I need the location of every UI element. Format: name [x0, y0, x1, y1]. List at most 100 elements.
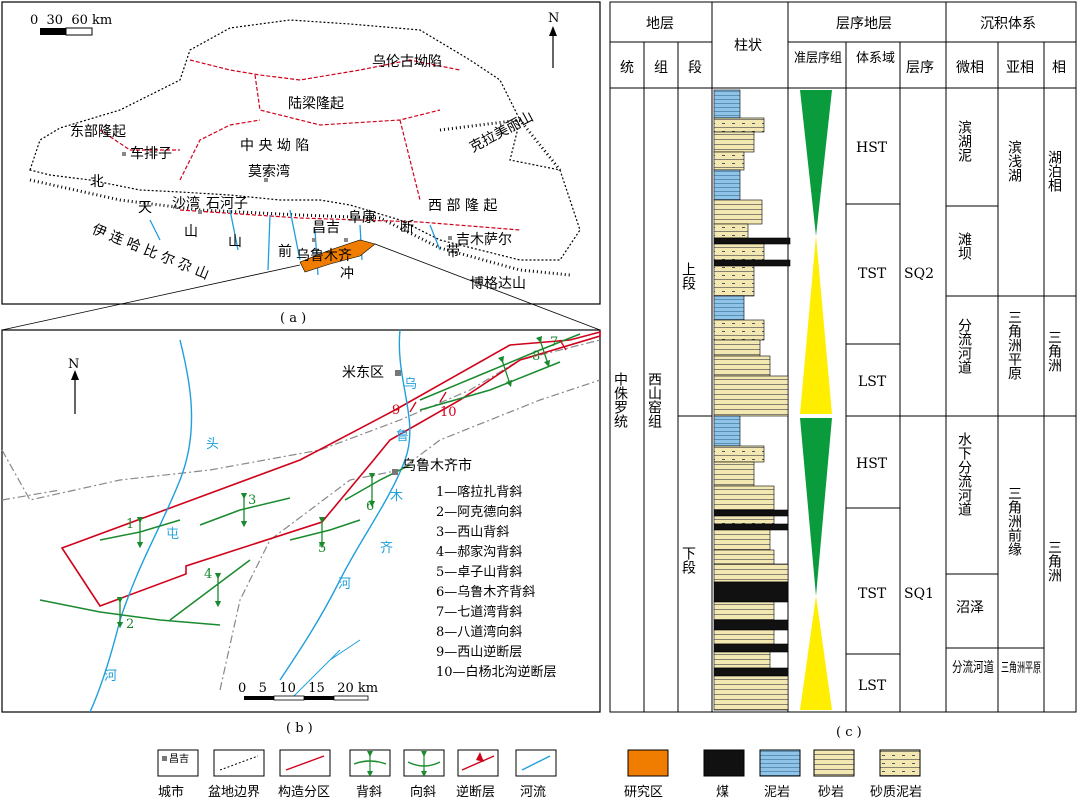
city-midong: 米东区: [342, 365, 384, 381]
region-wulungu: 乌伦古坳陷: [372, 54, 442, 70]
micro-tanba: 滩坝: [956, 232, 972, 260]
region-shan2: 山: [228, 234, 242, 250]
legend-b-2: 2—阿克德向斜: [436, 504, 522, 520]
river-mu: 木: [390, 489, 403, 504]
legend-b-9: 9—西山逆断层: [436, 644, 522, 660]
micro-binhuni: 滨湖泥: [956, 120, 972, 163]
hdr-member: 段: [688, 60, 702, 76]
legend-mudstone: 泥岩: [764, 785, 790, 800]
facies-sanjiaozhou2: 三角洲: [1046, 540, 1062, 582]
city-shawan: 沙湾: [172, 195, 200, 212]
facies-hupo: 湖泊相: [1046, 150, 1062, 192]
region-central-depression: 中 央 坳 陷: [240, 138, 309, 154]
legend-b-5: 5—卓子山背斜: [436, 565, 522, 580]
micro-fenliu: 分流河道: [956, 318, 972, 375]
region-shan1: 山: [184, 224, 198, 240]
legend-b-6: 6—乌鲁木齐背斜: [436, 584, 535, 600]
bottom-legend: 昌吉 城市 盆地边界 构造分区 背斜 向斜 逆断层 河流 研究区 煤 泥岩 砂岩: [157, 749, 922, 800]
panel-c-text: 地层 柱状 层序地层 沉积体系 统 组 段 准层序组 体系域 层序 微相 亚相 …: [612, 16, 1066, 694]
city-mosuowan: 莫索湾: [248, 163, 290, 180]
formation-value: 西山窑组: [646, 372, 662, 428]
region-chong: 冲: [340, 266, 354, 282]
num-10: 10: [440, 405, 457, 420]
city-urumqi-city: 乌鲁木齐市: [402, 457, 472, 474]
sub-sanjiaozhou-qianyuan: 三角洲前缘: [1006, 486, 1022, 556]
sub-binqianhu: 滨浅湖: [1006, 140, 1022, 183]
region-east-uplift: 东部隆起: [70, 124, 126, 140]
num-5: 5: [318, 541, 326, 556]
region-dai: 带: [446, 244, 460, 260]
hdr-systems-tract: 体系域: [856, 51, 895, 66]
scale-label-b: 0 5 10 15 20 km: [238, 681, 378, 696]
tract-lst-lower: LST: [858, 678, 887, 694]
region-duan: 断: [400, 220, 414, 236]
hdr-sedimentary: 沉积体系: [980, 16, 1036, 32]
city-chepaizi: 车排子: [130, 145, 172, 162]
river-lu: 鲁: [396, 429, 409, 444]
legend-city: 城市: [158, 784, 184, 800]
legend-b-7: 7—七道湾背斜: [436, 604, 522, 620]
legend-river: 河流: [520, 785, 546, 800]
river-tun: 屯: [166, 527, 179, 542]
city-changji: 昌吉: [312, 220, 340, 236]
hdr-column: 柱状: [734, 38, 762, 54]
legend-syncline: 向斜: [410, 784, 436, 800]
num-3: 3: [248, 493, 256, 508]
city-jimusaer: 吉木萨尔: [456, 232, 512, 248]
tract-lst-upper: LST: [858, 374, 887, 390]
hdr-sequence-col: 层序: [906, 60, 934, 76]
caption-c: ( c ): [836, 725, 862, 740]
region-bogeda: 博格达山: [470, 275, 526, 292]
north-b: N: [68, 357, 79, 372]
legend-study: 研究区: [624, 785, 663, 800]
sequence-sq1: SQ1: [904, 586, 934, 602]
num-6: 6: [366, 499, 374, 514]
hdr-formation: 组: [654, 60, 668, 76]
legend-coal: 煤: [716, 785, 729, 800]
region-qian: 前: [278, 243, 292, 260]
hdr-sequence: 层序地层: [836, 16, 892, 32]
hdr-series: 统: [620, 60, 634, 76]
panel-a: 0 30 60 km N 乌伦古坳陷 陆梁隆起 东部隆起 中 央 坳 陷 克拉美…: [1, 1, 601, 305]
panel-b: N 1 2 3 4 5 6 7: [1, 329, 601, 713]
hdr-subfacies: 亚相: [1006, 60, 1034, 76]
member-upper: 上段: [680, 262, 696, 290]
tract-tst-lower: TST: [858, 586, 887, 602]
river-qi: 齐: [380, 540, 393, 556]
hdr-stratum: 地层: [646, 16, 674, 32]
region-luliang: 陆梁隆起: [288, 96, 344, 112]
city-shihezi: 石河子: [206, 196, 248, 212]
legend-anticline: 背斜: [356, 785, 382, 800]
num-7: 7: [550, 335, 558, 350]
member-lower: 下段: [680, 546, 696, 574]
legend-b-1: 1—喀拉扎背斜: [436, 484, 522, 500]
river-he1: 河: [104, 669, 117, 684]
legend-tectonic: 构造分区: [278, 785, 330, 800]
micro-shuixia: 水下分流河道: [956, 432, 972, 517]
tract-hst-lower: HST: [856, 456, 888, 472]
num-4: 4: [204, 567, 212, 582]
caption-a: ( a ): [280, 311, 306, 326]
num-2: 2: [126, 617, 134, 632]
sequence-sq2: SQ2: [904, 266, 934, 282]
series-value: 中侏罗统: [612, 372, 628, 429]
num-1: 1: [126, 517, 134, 532]
caption-b: ( b ): [286, 721, 313, 736]
legend-sandstone: 砂岩: [818, 785, 844, 800]
legend-b-4: 4—郝家沟背斜: [436, 544, 522, 560]
legend-city-sample: 昌吉: [169, 753, 189, 765]
legend-sandy-mudstone: 砂质泥岩: [870, 785, 922, 800]
hdr-microfacies: 微相: [956, 60, 984, 76]
tract-tst-upper: TST: [858, 266, 887, 282]
north-a: N: [548, 11, 559, 26]
facies-sanjiaozhou1: 三角洲: [1046, 330, 1062, 372]
river-wu: 乌: [404, 376, 417, 392]
legend-b-8: 8—八道湾向斜: [436, 624, 522, 640]
micro-zhaoze: 沼泽: [956, 600, 984, 616]
region-tian: 天: [138, 200, 152, 216]
legend-fault: 逆断层: [456, 784, 495, 800]
num-9: 9: [392, 403, 400, 418]
scale-label-a: 0 30 60 km: [30, 13, 112, 28]
